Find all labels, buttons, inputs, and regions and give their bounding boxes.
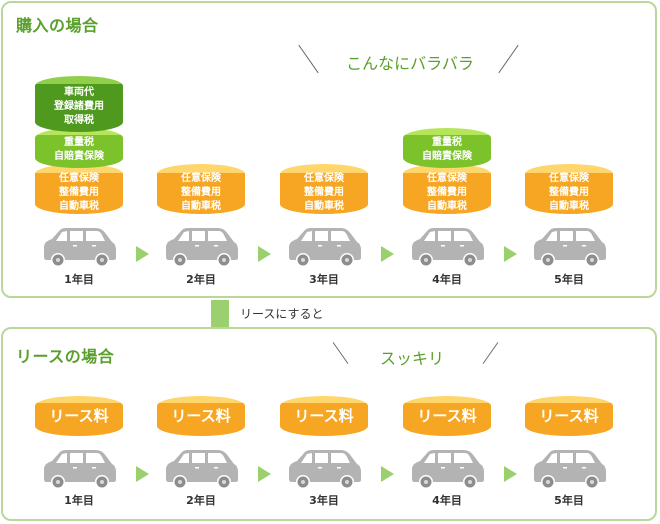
lease-fee-label: リース料: [417, 407, 477, 425]
cost-item-label: 重量税: [432, 137, 462, 148]
cost-coin-year1-layer3: 車両代登録諸費用取得税: [35, 76, 123, 132]
car-icon: [166, 450, 238, 489]
year-label: 3年目: [309, 494, 339, 507]
car-icon: [166, 228, 238, 267]
cost-item-label: 任意保険: [549, 173, 589, 184]
cost-item-label: 任意保険: [181, 173, 221, 184]
next-arrow-icon: [258, 466, 271, 482]
lease-fee-coin: リース料: [157, 396, 245, 436]
lease-fee-coin: リース料: [280, 396, 368, 436]
cost-coin-year4-layer2: 重量税自賠責保険: [403, 128, 491, 168]
cost-item-label: 自動車税: [549, 201, 589, 212]
lease-fee-label: リース料: [294, 407, 354, 425]
cost-item-label: 整備費用: [549, 187, 589, 198]
cost-item-label: 自賠責保険: [422, 151, 472, 162]
cost-item-label: 自動車税: [181, 201, 221, 212]
year-label: 1年目: [64, 273, 94, 286]
year-label: 5年目: [554, 273, 584, 286]
lease-fee-label: リース料: [539, 407, 599, 425]
cost-item-label: 重量税: [64, 137, 94, 148]
car-icon: [44, 228, 116, 267]
cost-item-label: 整備費用: [181, 187, 221, 198]
cost-item-label: 整備費用: [59, 187, 99, 198]
next-arrow-icon: [136, 246, 149, 262]
purchase-title: 購入の場合: [16, 16, 99, 35]
year-label: 2年目: [186, 494, 216, 507]
cost-item-label: 任意保険: [304, 173, 344, 184]
lease-fee-coin: リース料: [35, 396, 123, 436]
cost-coin-year1-layer1: 任意保険整備費用自動車税: [35, 164, 123, 214]
cost-item-label: 登録諸費用: [54, 101, 104, 112]
year-label: 2年目: [186, 273, 216, 286]
cost-item-label: 整備費用: [304, 187, 344, 198]
cost-coin-year2-layer1: 任意保険整備費用自動車税: [157, 164, 245, 214]
lease-slogan: スッキリ: [379, 349, 444, 368]
cost-item-label: 整備費用: [427, 187, 467, 198]
car-icon: [412, 450, 484, 489]
lease-title: リースの場合: [16, 347, 115, 366]
year-label: 4年目: [432, 494, 462, 507]
car-icon: [44, 450, 116, 489]
next-arrow-icon: [381, 246, 394, 262]
car-icon: [534, 228, 606, 267]
next-arrow-icon: [258, 246, 271, 262]
cost-coin-year1-layer2: 重量税自賠責保険: [35, 128, 123, 168]
cost-item-label: 自動車税: [427, 201, 467, 212]
cost-item-label: 自動車税: [59, 201, 99, 212]
cost-coin-year4-layer1: 任意保険整備費用自動車税: [403, 164, 491, 214]
year-label: 4年目: [432, 273, 462, 286]
purchase-slogan: こんなにバラバラ: [346, 54, 474, 73]
lease-fee-coin: リース料: [525, 396, 613, 436]
cost-item-label: 自賠責保険: [54, 151, 104, 162]
car-icon: [412, 228, 484, 267]
car-icon: [534, 450, 606, 489]
next-arrow-icon: [136, 466, 149, 482]
transition-label: リースにすると: [240, 307, 324, 321]
next-arrow-icon: [381, 466, 394, 482]
car-icon: [289, 450, 361, 489]
cost-item-label: 任意保険: [59, 173, 99, 184]
cost-coin-year5-layer1: 任意保険整備費用自動車税: [525, 164, 613, 214]
lease-fee-label: リース料: [49, 407, 109, 425]
year-label: 1年目: [64, 494, 94, 507]
year-label: 3年目: [309, 273, 339, 286]
car-icon: [289, 228, 361, 267]
cost-item-label: 取得税: [64, 115, 94, 126]
cost-item-label: 車両代: [64, 87, 94, 98]
next-arrow-icon: [504, 466, 517, 482]
lease-fee-coin: リース料: [403, 396, 491, 436]
cost-item-label: 任意保険: [427, 173, 467, 184]
lease-fee-label: リース料: [171, 407, 231, 425]
cost-item-label: 自動車税: [304, 201, 344, 212]
next-arrow-icon: [504, 246, 517, 262]
year-label: 5年目: [554, 494, 584, 507]
cost-coin-year3-layer1: 任意保険整備費用自動車税: [280, 164, 368, 214]
